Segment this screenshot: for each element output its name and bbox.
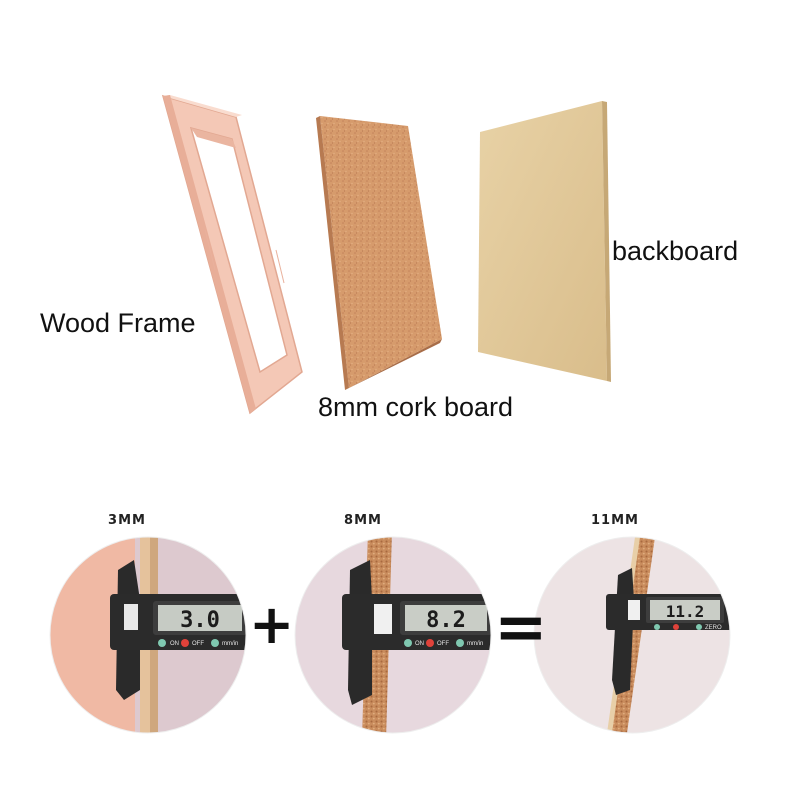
wood-frame-label: Wood Frame: [40, 308, 196, 338]
caliper-photo-11mm: [534, 537, 730, 733]
caliper-photo-8mm: [295, 537, 491, 733]
btn-label-on: ON: [170, 641, 179, 647]
plus-icon: +: [249, 593, 295, 656]
backboard-label: backboard: [612, 236, 739, 266]
btn-label-off: OFF: [192, 641, 204, 647]
caliper-icon: [606, 568, 730, 695]
measurement-caption-3mm: 3MM: [108, 513, 146, 528]
lcd-reading-3mm: 3.0: [180, 608, 220, 633]
lcd-reading-11mm: 11.2: [666, 602, 705, 621]
measurement-caption-11mm: 11MM: [591, 513, 639, 528]
equals-icon: =: [494, 591, 548, 665]
btn-label-zero: ZERO: [705, 625, 722, 631]
backboard-panel: [478, 101, 611, 382]
caliper-icon: [342, 560, 491, 705]
measurement-caption-8mm: 8MM: [344, 513, 382, 528]
btn-label-unit: mm/in: [467, 641, 483, 647]
btn-label-on: ON: [415, 641, 424, 647]
cork-board-label: 8mm cork board: [318, 392, 514, 422]
caliper-photo-3mm: [50, 537, 246, 733]
btn-label-unit: mm/in: [222, 641, 238, 647]
caliper-icon: [110, 560, 246, 700]
btn-label-off: OFF: [437, 641, 449, 647]
cork-board: [316, 116, 442, 390]
wood-frame: [161, 94, 303, 415]
lcd-reading-8mm: 8.2: [426, 608, 466, 633]
